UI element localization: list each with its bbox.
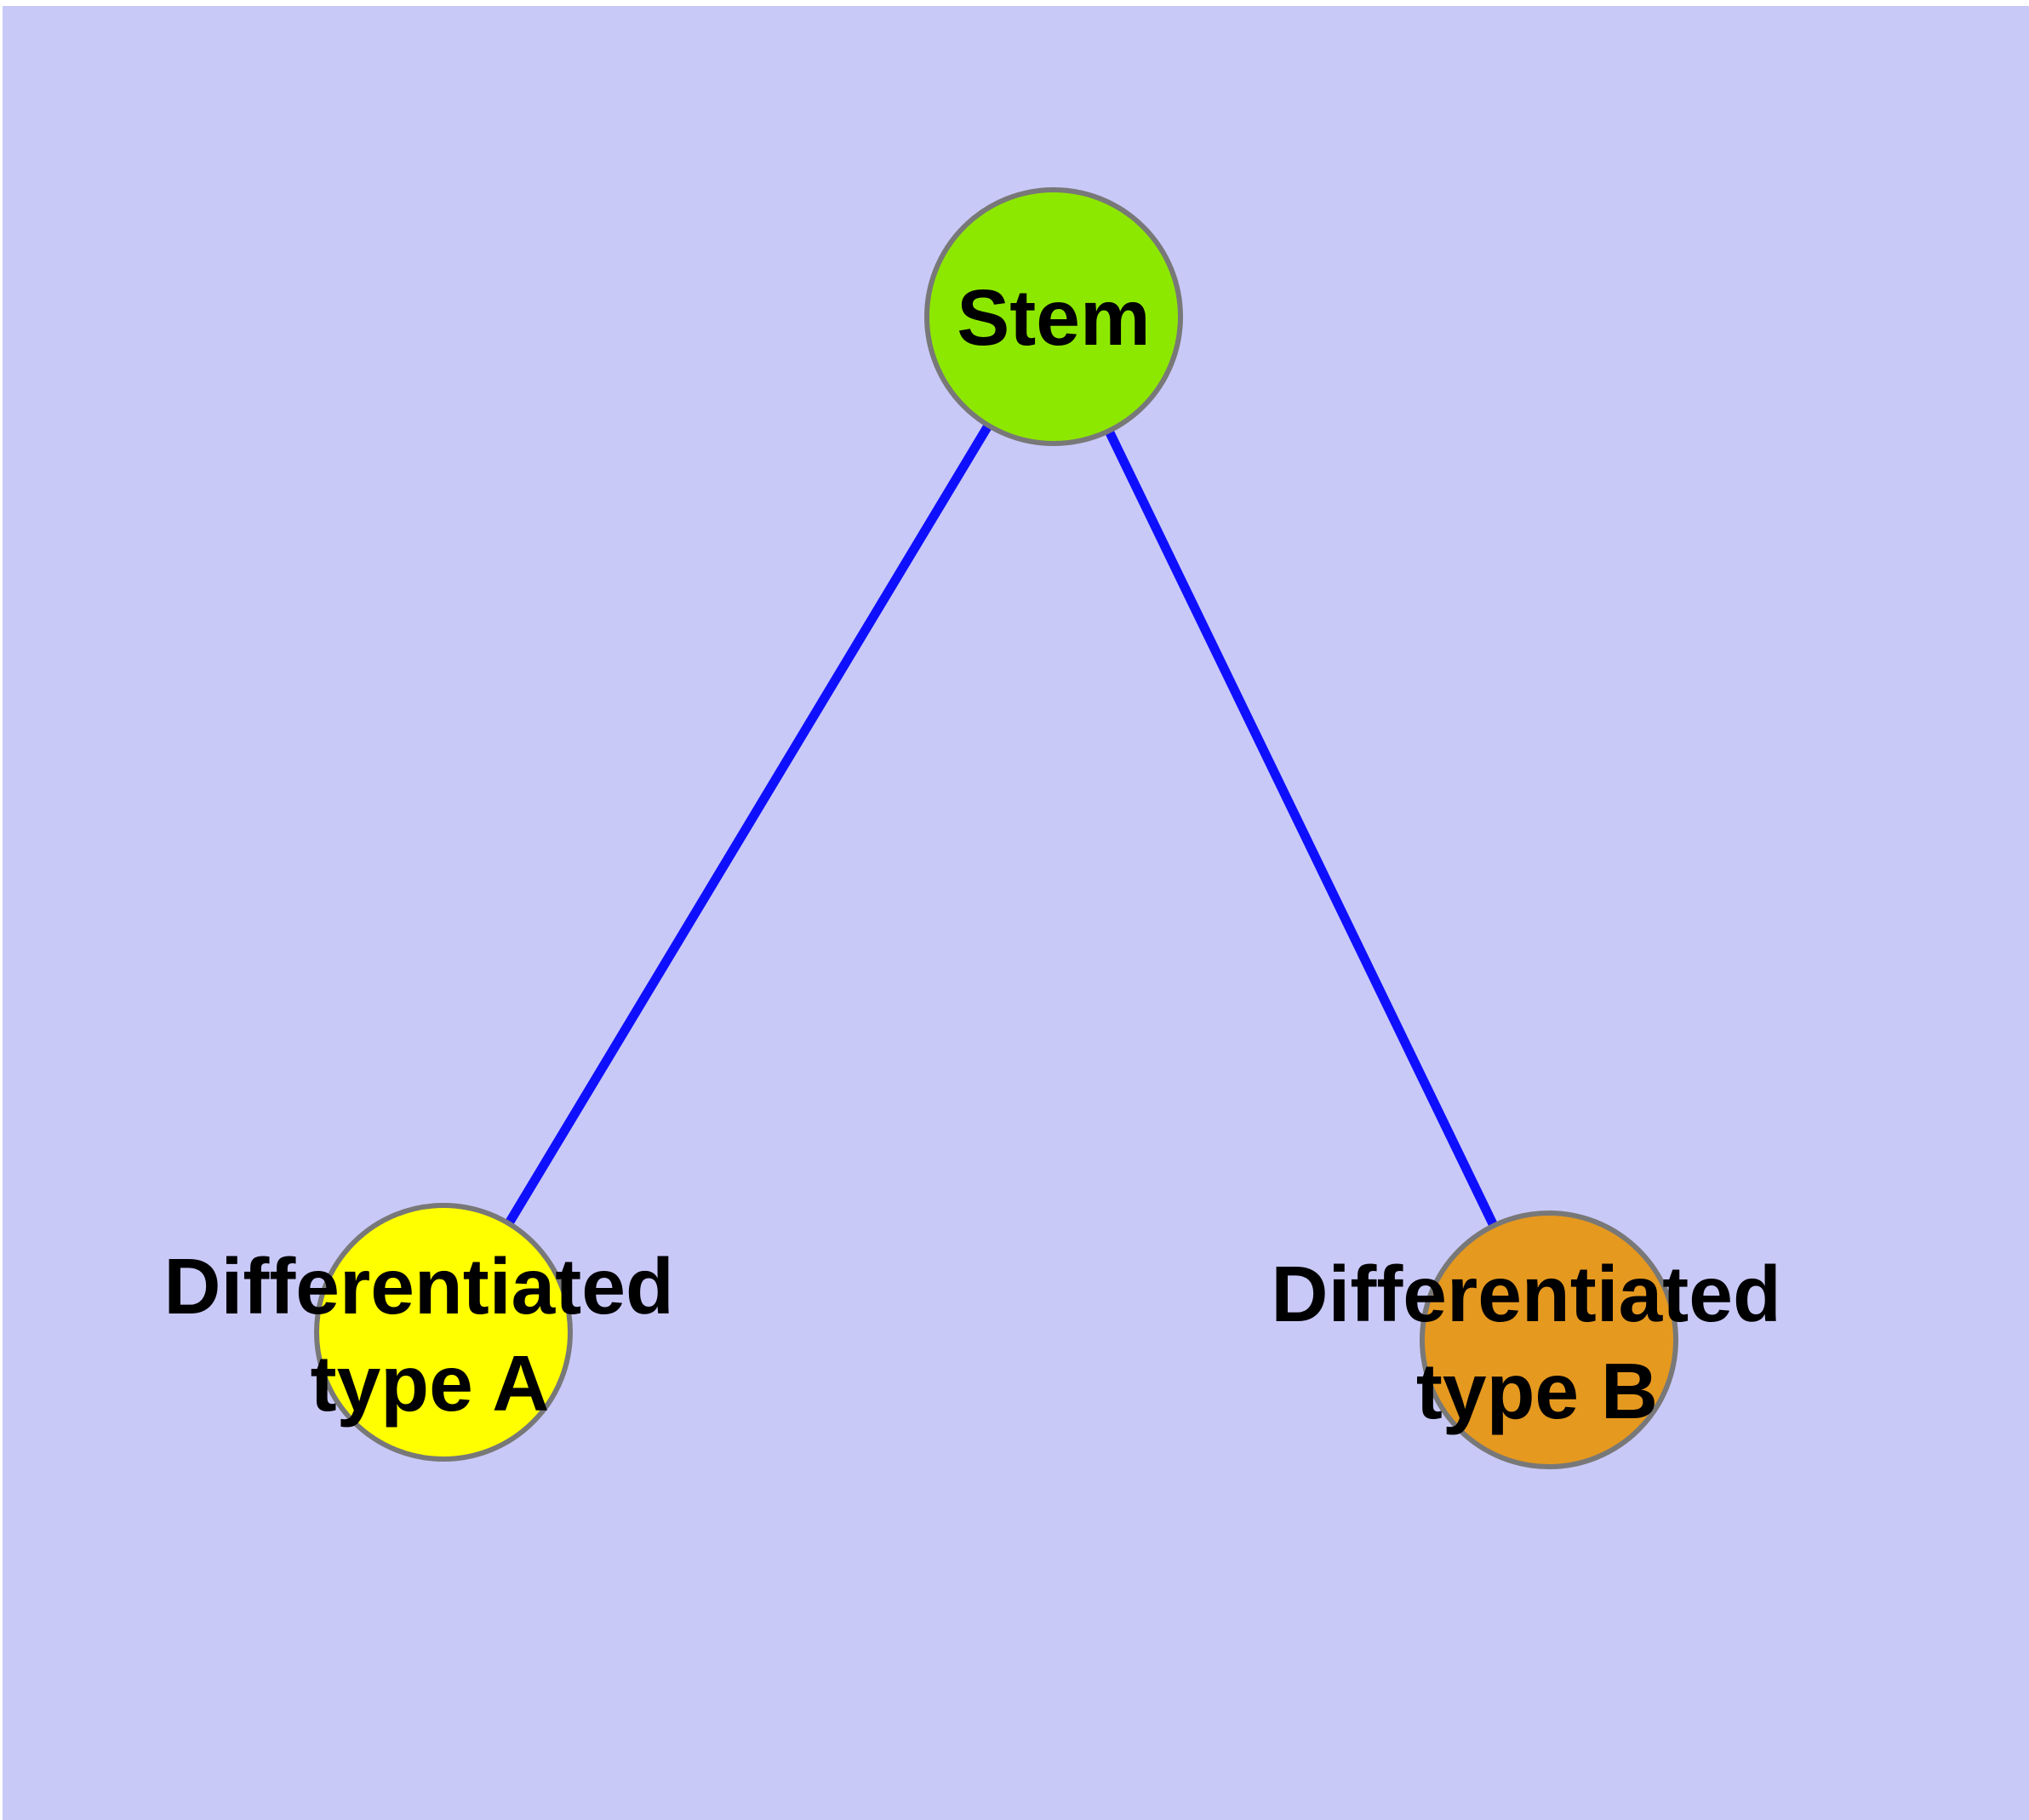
node-type-a-circle xyxy=(314,1203,573,1462)
node-type-b-label: Differentiated type B xyxy=(1271,1250,1803,1435)
node-type-b-label-line1: Differentiated xyxy=(1271,1250,1780,1338)
node-stem-label: Stem xyxy=(957,273,1150,362)
node-type-b-circle xyxy=(1420,1210,1678,1469)
node-type-b-label-line2: type B xyxy=(1416,1347,1658,1435)
node-stem-circle xyxy=(924,187,1183,446)
node-type-a-label: Differentiated type A xyxy=(163,1242,695,1428)
edge-stem-to-type-a xyxy=(439,314,1058,1335)
edge-stem-to-type-b xyxy=(1049,314,1553,1342)
node-type-a-label-line1: Differentiated xyxy=(163,1242,673,1331)
node-type-a-label-line2: type A xyxy=(311,1339,550,1428)
